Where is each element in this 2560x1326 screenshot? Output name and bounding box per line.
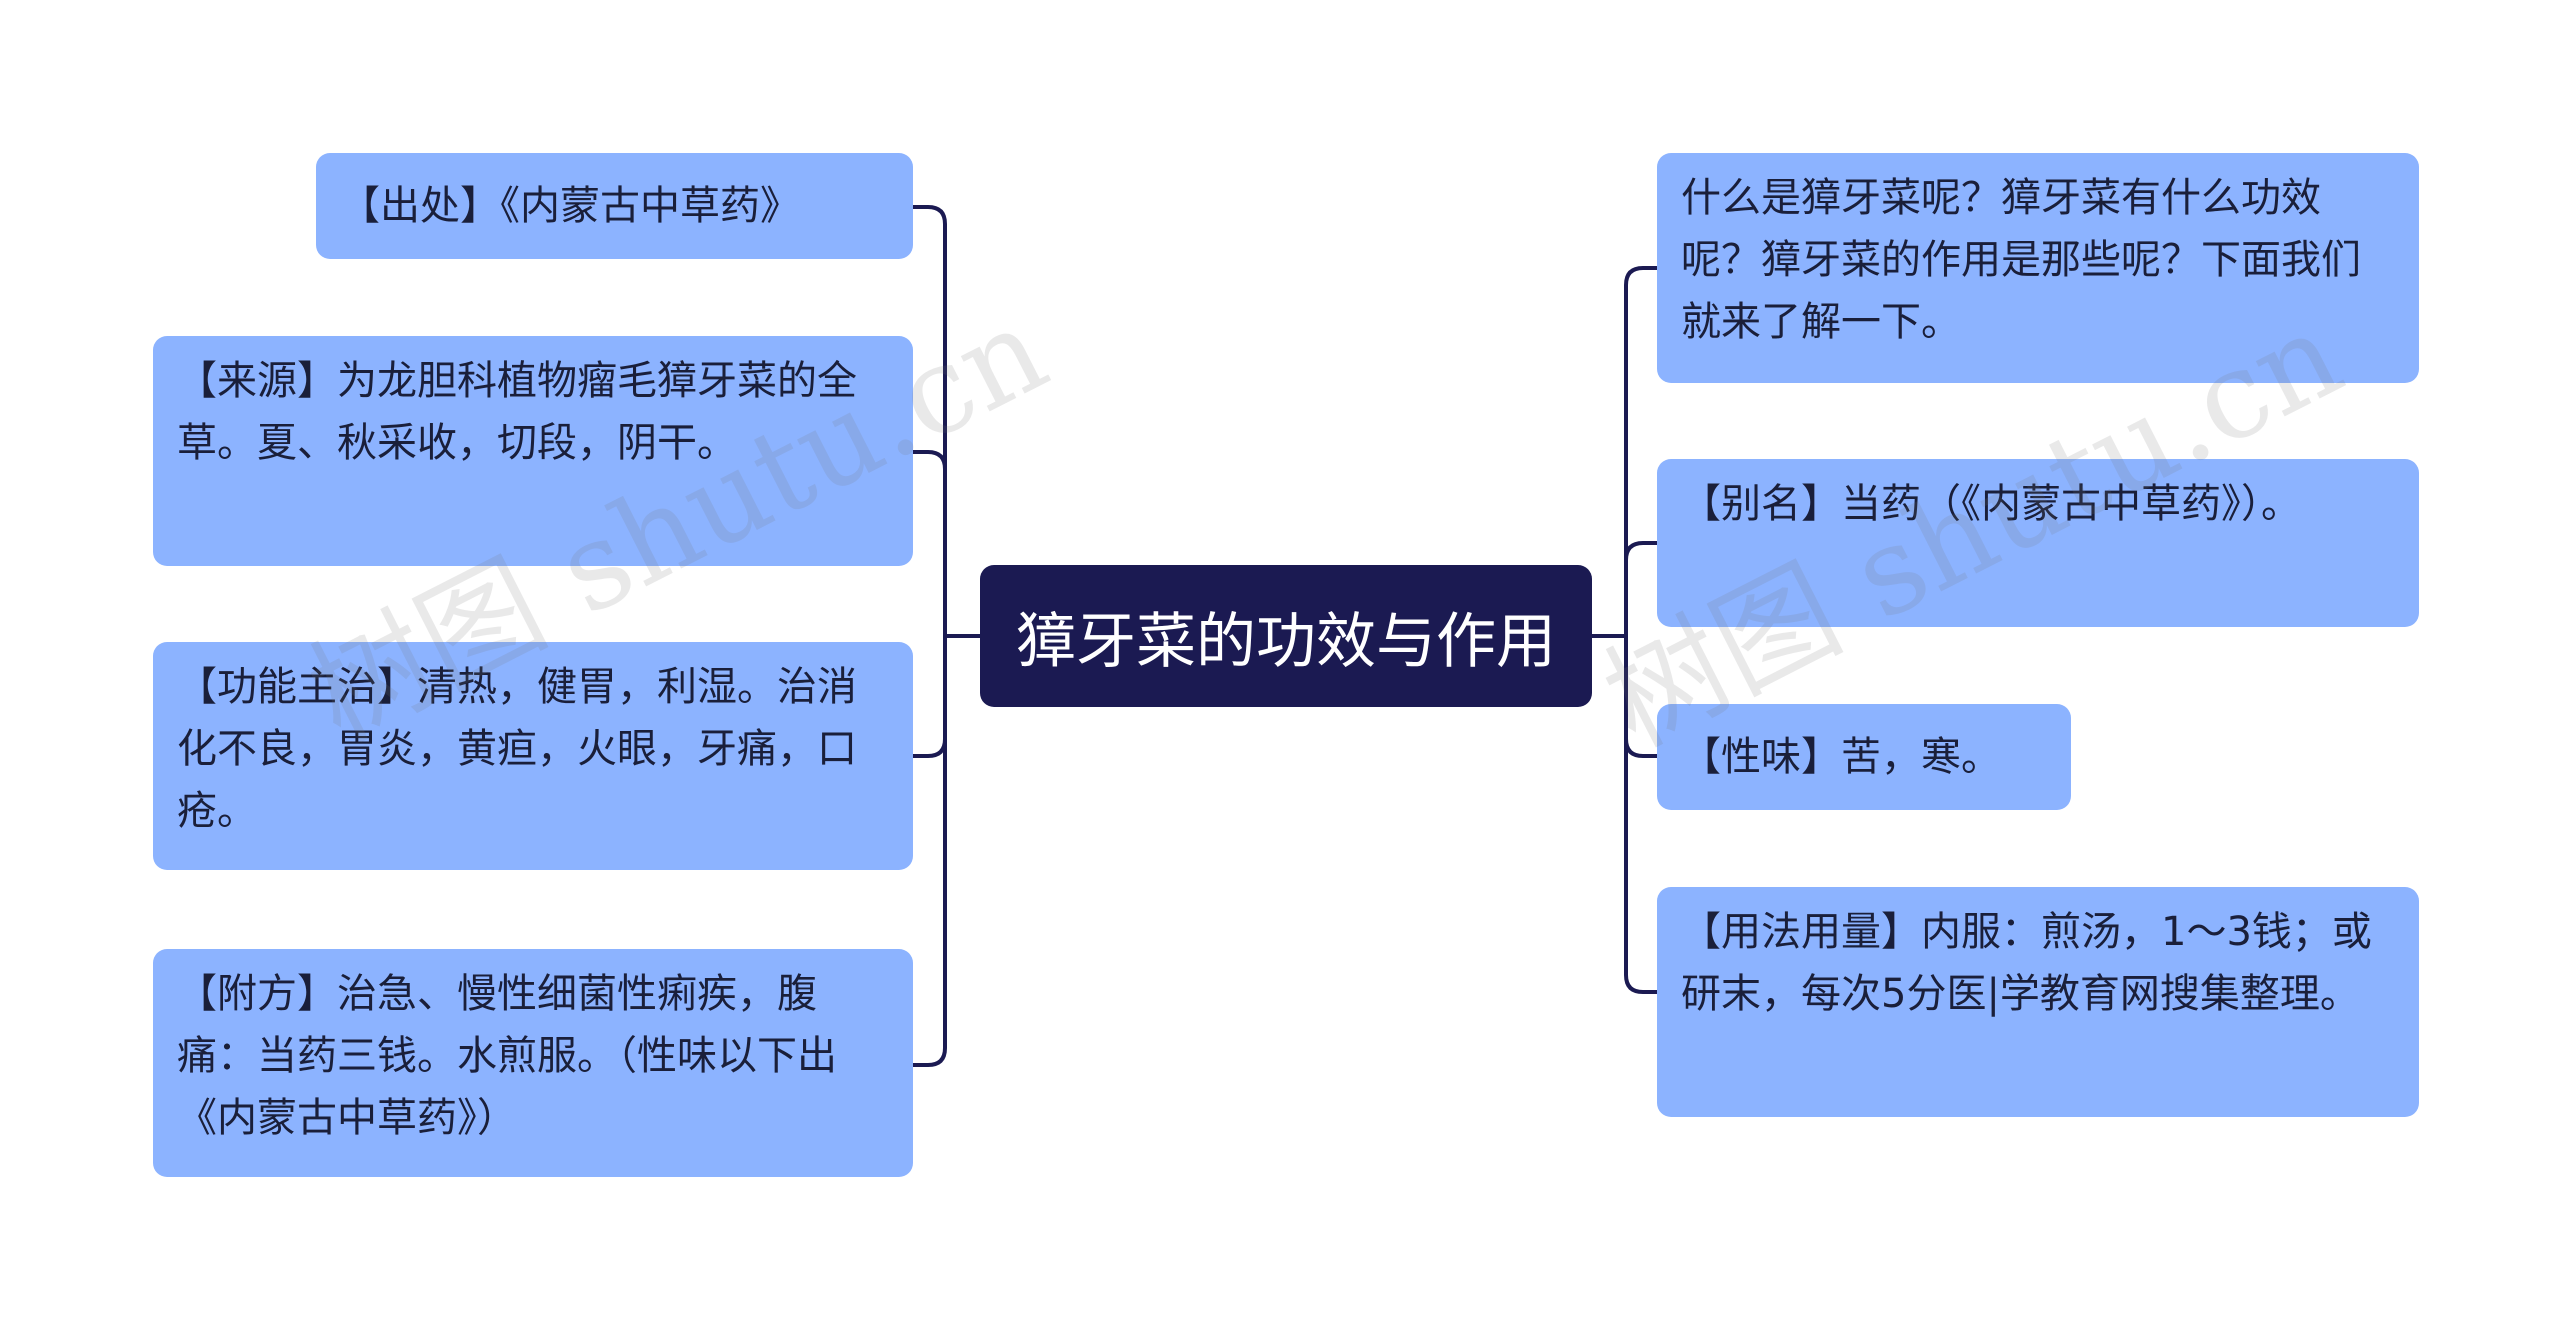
right-node-nature[interactable]: 【性味】苦，寒。 bbox=[1657, 704, 2071, 810]
center-topic[interactable]: 獐牙菜的功效与作用 bbox=[980, 565, 1592, 707]
connector-right-branch-1 bbox=[1624, 266, 1659, 994]
right-node-dosage-text: 【用法用量】内服：煎汤，1～3钱；或研末，每次5分医|学教育网搜集整理。 bbox=[1681, 909, 2372, 1017]
center-topic-label: 獐牙菜的功效与作用 bbox=[1016, 606, 1556, 677]
left-node-origin[interactable]: 【来源】为龙胆科植物瘤毛獐牙菜的全草。夏、秋采收，切段，阴干。 bbox=[153, 336, 913, 566]
left-node-prescription-text: 【附方】治急、慢性细菌性痢疾，腹痛：当药三钱。水煎服。（性味以下出《内蒙古中草药… bbox=[177, 971, 837, 1141]
left-node-source-text: 【出处】《内蒙古中草药》 bbox=[340, 183, 800, 229]
right-node-alias-text: 【别名】当药（《内蒙古中草药》）。 bbox=[1681, 481, 2301, 527]
left-node-prescription[interactable]: 【附方】治急、慢性细菌性痢疾，腹痛：当药三钱。水煎服。（性味以下出《内蒙古中草药… bbox=[153, 949, 913, 1177]
connector-right-branch-2 bbox=[1624, 541, 1659, 562]
left-node-origin-text: 【来源】为龙胆科植物瘤毛獐牙菜的全草。夏、秋采收，切段，阴干。 bbox=[177, 358, 857, 466]
connector-left-branch-2 bbox=[911, 450, 947, 471]
connector-left-branch-1 bbox=[911, 205, 947, 1067]
left-node-source[interactable]: 【出处】《内蒙古中草药》 bbox=[316, 153, 913, 259]
right-node-intro-text: 什么是獐牙菜呢？獐牙菜有什么功效呢？獐牙菜的作用是那些呢？下面我们就来了解一下。 bbox=[1681, 175, 2361, 345]
right-node-nature-text: 【性味】苦，寒。 bbox=[1681, 734, 2001, 780]
connector-left-branch-3 bbox=[911, 737, 947, 758]
left-node-indications[interactable]: 【功能主治】清热，健胃，利湿。治消化不良，胃炎，黄疸，火眼，牙痛，口疮。 bbox=[153, 642, 913, 870]
right-node-dosage[interactable]: 【用法用量】内服：煎汤，1～3钱；或研末，每次5分医|学教育网搜集整理。 bbox=[1657, 887, 2419, 1117]
right-node-alias[interactable]: 【别名】当药（《内蒙古中草药》）。 bbox=[1657, 459, 2419, 627]
connector-right-branch-3 bbox=[1624, 737, 1659, 758]
left-node-indications-text: 【功能主治】清热，健胃，利湿。治消化不良，胃炎，黄疸，火眼，牙痛，口疮。 bbox=[177, 664, 857, 834]
right-node-intro[interactable]: 什么是獐牙菜呢？獐牙菜有什么功效呢？獐牙菜的作用是那些呢？下面我们就来了解一下。 bbox=[1657, 153, 2419, 383]
